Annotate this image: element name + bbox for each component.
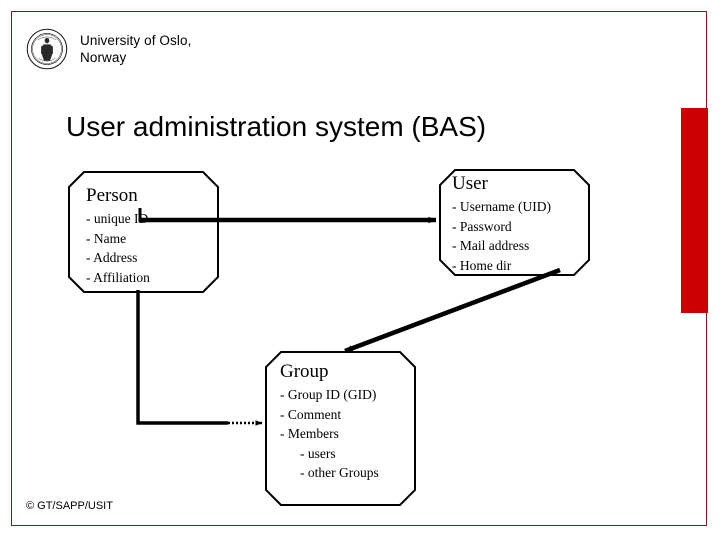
slide-header: · · · · · · · · · · University of Oslo, … — [26, 28, 191, 70]
organization-label: University of Oslo, Norway — [80, 33, 192, 65]
user-attribute: - Username (UID) — [452, 199, 551, 214]
person-attribute: - Name — [86, 230, 127, 246]
user-entity-title: User — [452, 173, 488, 194]
user-attribute: - Mail address — [452, 238, 530, 253]
copyright-footer: © GT/SAPP/USIT — [26, 500, 113, 512]
user-entity: User - Username (UID) - Password - Mail … — [452, 172, 551, 275]
group-sub-attribute: - other Groups — [300, 465, 379, 480]
group-attribute: - Comment — [280, 406, 342, 422]
group-entity-shape — [265, 351, 416, 506]
group-attribute-list: - Group ID (GID) - Comment - Members - u… — [280, 385, 379, 483]
red-accent-bar — [681, 108, 708, 313]
svg-text:· · · · ·: · · · · · — [44, 65, 51, 68]
connector-user-to-group — [344, 267, 561, 354]
user-entity-shape — [439, 169, 590, 276]
person-entity: Person - unique ID - Name - Address - Af… — [86, 184, 150, 287]
group-sub-attribute: - users — [300, 445, 336, 461]
person-entity-shape — [68, 171, 219, 293]
connector-person-to-group-elbow — [136, 290, 228, 425]
group-entity: Group - Group ID (GID) - Comment - Membe… — [280, 360, 379, 483]
svg-text:· · · · ·: · · · · · — [44, 32, 51, 35]
group-entity-title: Group — [280, 361, 329, 382]
person-entity-title: Person — [86, 185, 138, 206]
university-of-oslo-seal-icon: · · · · · · · · · · — [26, 28, 68, 70]
page-title: User administration system (BAS) — [66, 111, 487, 142]
user-attribute: - Password — [452, 218, 512, 234]
person-attribute-list: - unique ID - Name - Address - Affiliati… — [86, 209, 150, 287]
person-attribute: - Affiliation — [86, 269, 150, 285]
user-attribute-list: - Username (UID) - Password - Mail addre… — [452, 197, 551, 275]
person-attribute: - unique ID — [86, 211, 149, 226]
group-attribute: - Members — [280, 426, 339, 441]
user-attribute: - Home dir — [452, 257, 512, 273]
person-attribute: - Address — [86, 250, 138, 265]
group-attribute: - Group ID (GID) — [280, 387, 377, 402]
